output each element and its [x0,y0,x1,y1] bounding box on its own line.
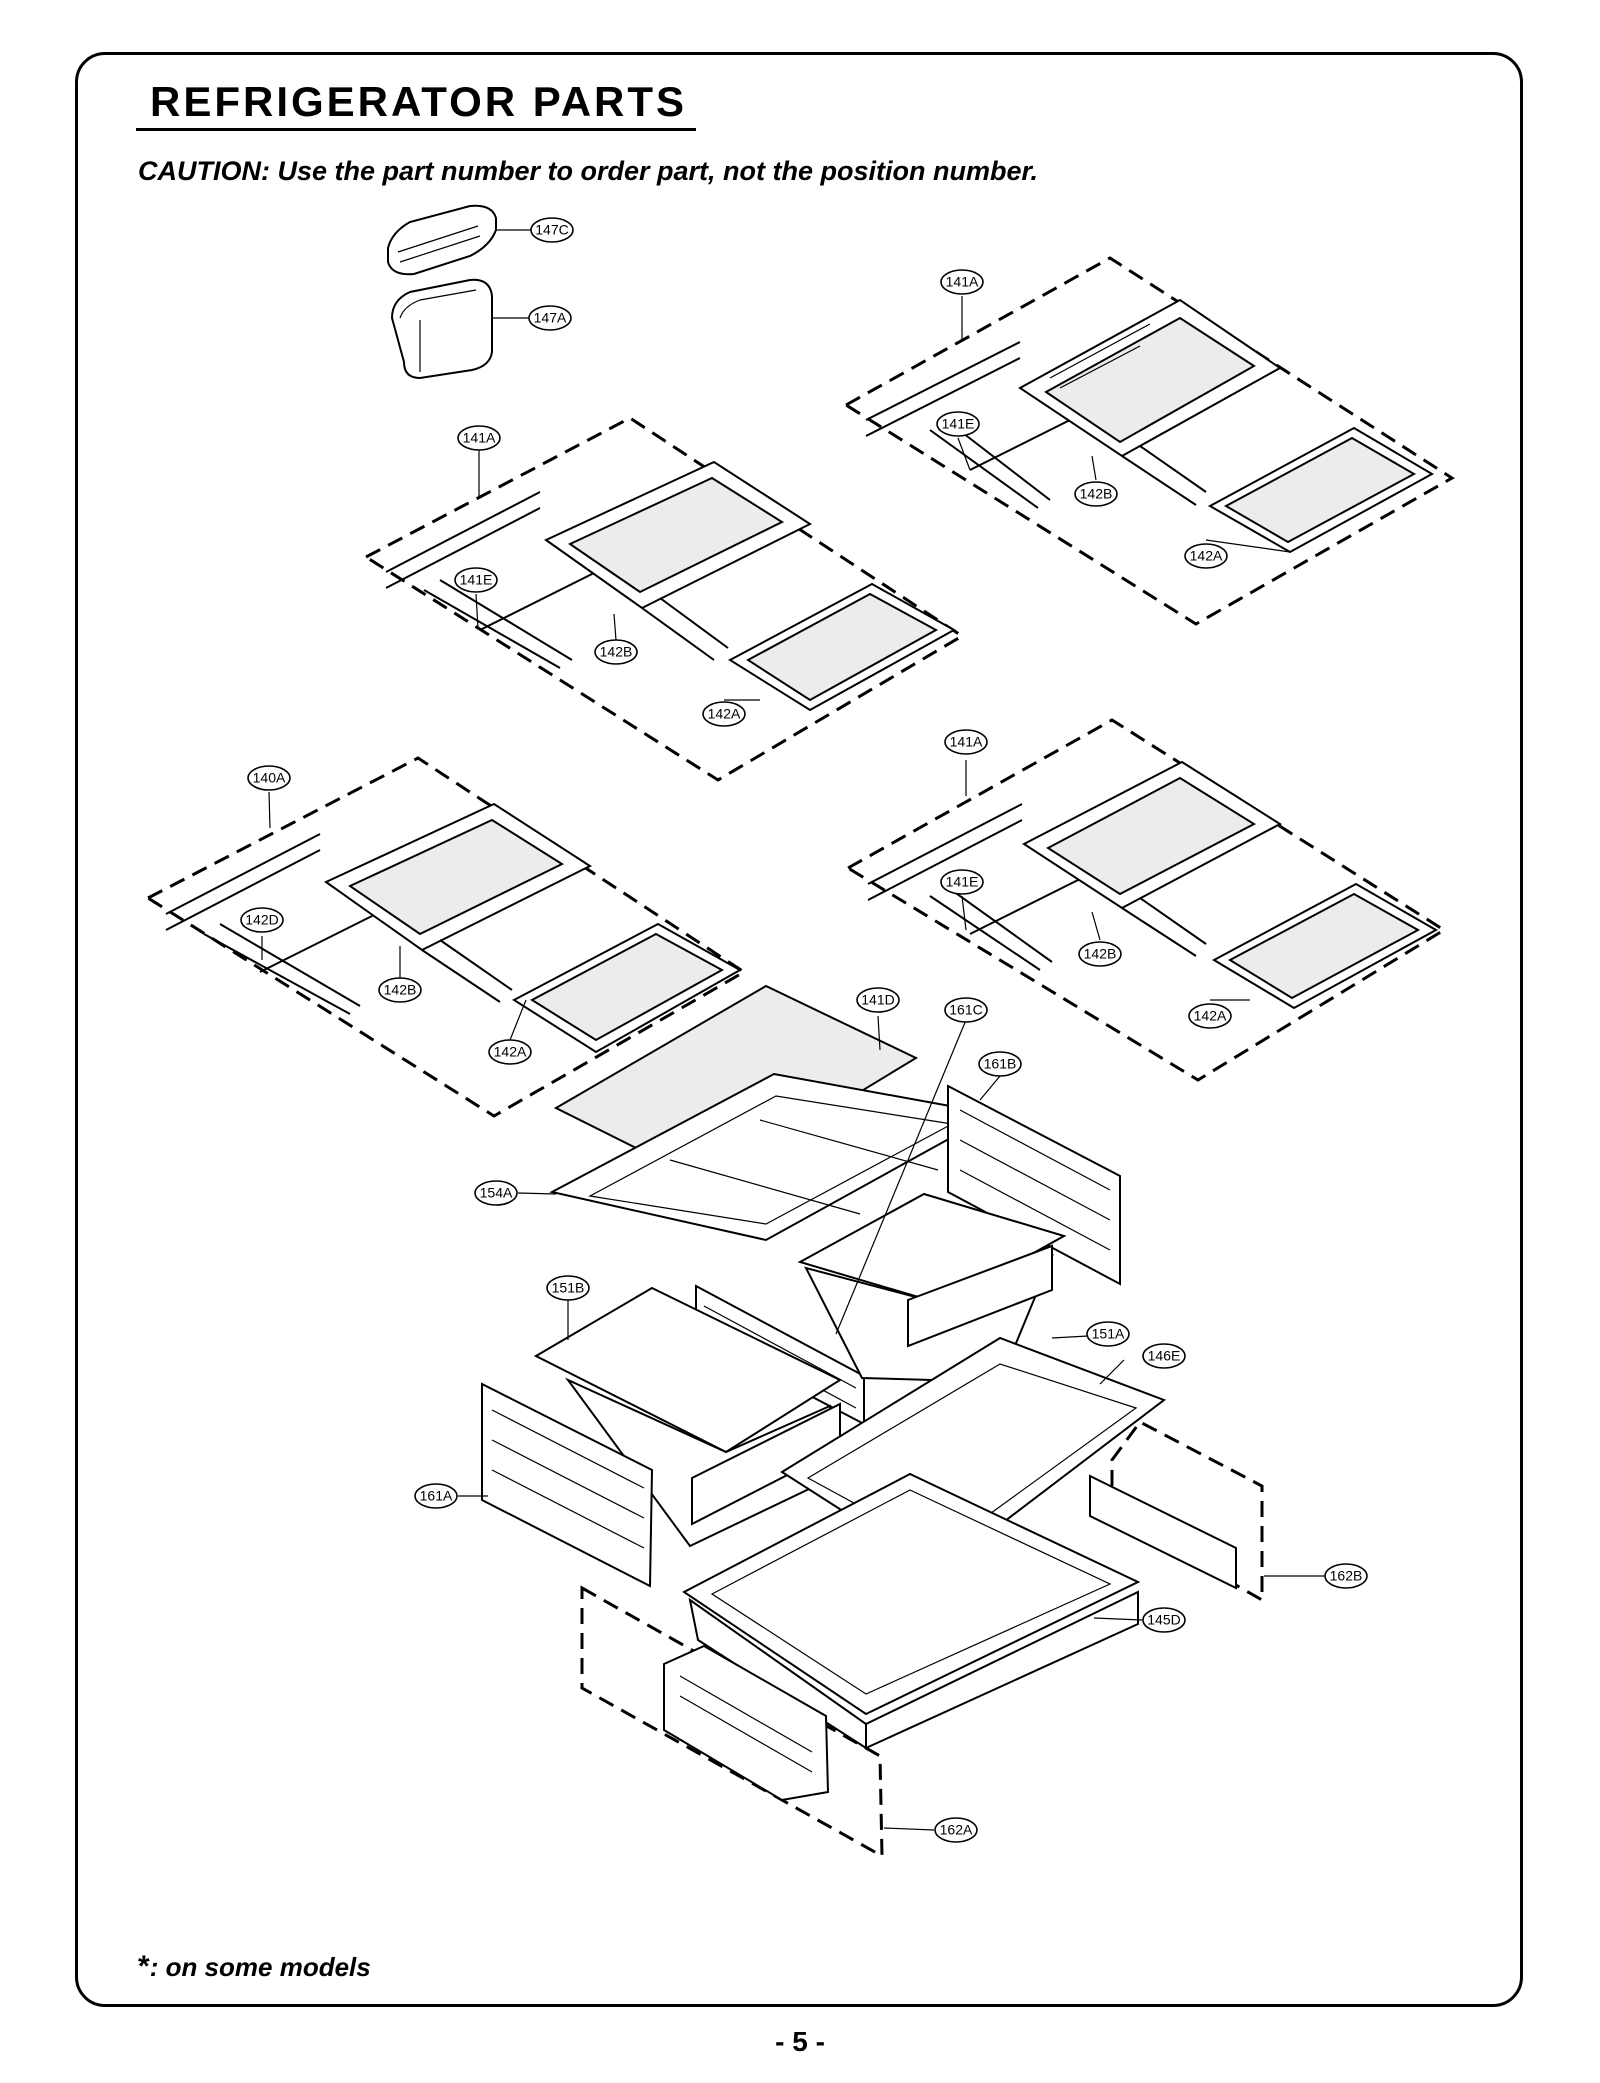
part-label-text: 161A [420,1488,453,1504]
part-label: 151B [546,1275,590,1301]
part-label: 146E [1142,1343,1186,1369]
part-label-text: 151A [1092,1326,1125,1342]
part-label: 147C [530,217,574,243]
shelf-assembly-middle-left [363,416,965,782]
part-label-text: 161B [984,1056,1017,1072]
part-label: 141A [457,425,501,451]
part-162A-rail-assembly [580,1585,884,1859]
part-147A-bin [390,278,493,380]
part-151A-crisper-drawer-right [797,1192,1067,1384]
footnote-text: : on some models [149,1952,371,1982]
part-label: 142B [1078,941,1122,967]
part-label: 162B [1324,1563,1368,1589]
part-label: 161B [978,1051,1022,1077]
title-underline [136,128,696,131]
part-label: 142A [702,701,746,727]
part-label: 141E [936,411,980,437]
part-label: 142D [240,907,284,933]
footnote: *: on some models [138,1950,371,1984]
part-label-text: 142B [384,982,417,998]
part-label-text: 142B [1080,486,1113,502]
part-147C-bin-cover [387,204,497,276]
part-label-text: 162B [1330,1568,1363,1584]
part-label-text: 141A [463,430,496,446]
shelf-assembly-top-right [843,256,1455,626]
part-label-text: 142B [600,644,633,660]
shelf-assembly-lower-left [144,756,747,1118]
part-label: 141A [944,729,988,755]
part-label-text: 142A [1190,548,1223,564]
part-label: 142B [1074,481,1118,507]
part-145D-vegetable-pan [682,1472,1141,1750]
part-label: 141E [940,869,984,895]
part-161A-partition-left [481,1382,654,1588]
leader-lines [261,229,1326,1831]
part-label-text: 140A [253,770,286,786]
part-label-text: 151B [552,1280,585,1296]
part-label-text: 147C [535,222,568,238]
part-label-text: 141E [946,874,979,890]
part-label-text: 145D [1147,1612,1180,1628]
part-label-text: 162A [940,1822,973,1838]
part-label: 141D [856,987,900,1013]
part-162B-rail-assembly [1089,1420,1264,1603]
part-label-text: 142A [708,706,741,722]
part-label: 145D [1142,1607,1186,1633]
part-label-text: 141A [946,274,979,290]
page-number: - 5 - [775,2026,825,2057]
part-label-text: 142B [1084,946,1117,962]
part-label: 142A [488,1039,532,1065]
part-label: 141A [940,269,984,295]
part-label-text: 147A [534,310,567,326]
footnote-symbol: * [138,1950,150,1983]
part-label: 161A [414,1483,458,1509]
page-border-frame [75,52,1523,2007]
part-label-text: 142A [1194,1008,1227,1024]
part-label: 142B [378,977,422,1003]
part-label-text: 146E [1148,1348,1181,1364]
part-label-text: 141E [942,416,975,432]
part-label-text: 141A [950,734,983,750]
caution-note: CAUTION: Use the part number to order pa… [138,156,1039,186]
part-label: 140A [247,765,291,791]
part-label-text: 154A [480,1185,513,1201]
part-label-text: 142D [245,912,278,928]
part-label-text: 141D [861,992,894,1008]
part-label: 162A [934,1817,978,1843]
part-label: 142A [1184,543,1228,569]
part-label: 147A [528,305,572,331]
part-label-text: 142A [494,1044,527,1060]
shelf-assembly-lower-right [845,718,1447,1082]
page-title: REFRIGERATOR PARTS [150,78,688,125]
part-label: 154A [474,1180,518,1206]
part-label: 151A [1086,1321,1130,1347]
part-label: 142B [594,639,638,665]
part-label-text: 141E [460,572,493,588]
part-151B-crisper-drawer-left [533,1286,843,1548]
part-label: 142A [1188,1003,1232,1029]
part-label: 161C [944,997,988,1023]
part-label: 141E [454,567,498,593]
part-label-text: 161C [949,1002,982,1018]
part-161B-partition-right [947,1084,1121,1286]
